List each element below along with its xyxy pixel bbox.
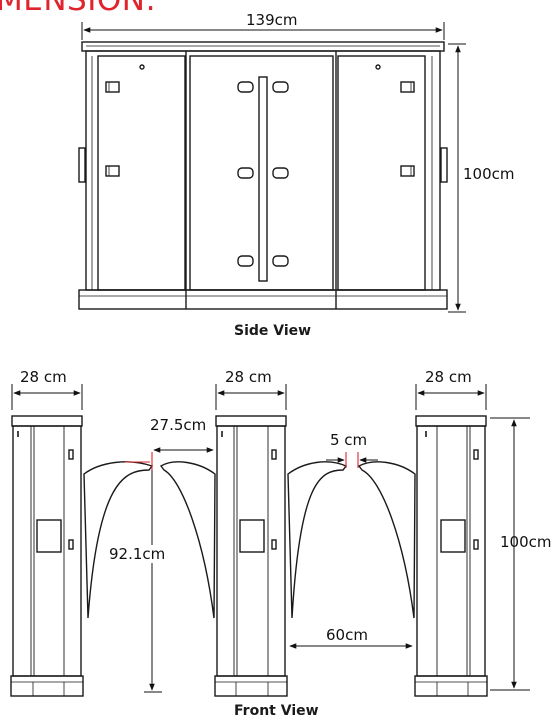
- lane-width-label: 27.5cm: [150, 416, 207, 434]
- side-center-bar: [258, 76, 268, 282]
- front-right-post: [414, 415, 488, 697]
- side-right-handle: [440, 147, 448, 183]
- side-slot-6: [272, 255, 289, 267]
- side-right-lock: [375, 64, 381, 70]
- flap-3: [287, 461, 348, 619]
- side-right-slot-bottom: [400, 165, 415, 177]
- flap-1: [83, 461, 154, 619]
- post-3-width-label: 28 cm: [425, 368, 472, 386]
- side-middle-cabinet: [189, 55, 334, 291]
- flap-gap-markers: [125, 452, 359, 470]
- flap-4: [357, 461, 416, 619]
- side-left-lock: [139, 64, 145, 70]
- side-slot-5: [237, 255, 254, 267]
- side-height-label: 100cm: [463, 165, 515, 183]
- side-left-cabinet: [97, 55, 186, 291]
- passage-width-label: 60cm: [326, 626, 368, 644]
- side-right-slot-top: [400, 81, 415, 93]
- side-width-label: 139cm: [246, 11, 298, 29]
- front-height-label: 100cm: [500, 533, 552, 551]
- front-view-dimensions: [11, 384, 530, 693]
- side-left-slot-top: [105, 81, 120, 93]
- side-slot-2: [272, 81, 289, 93]
- side-view-dimensions: [81, 22, 466, 313]
- side-view-caption: Side View: [234, 323, 312, 339]
- front-view-caption: Front View: [234, 703, 319, 719]
- side-view-drawing: [78, 41, 448, 310]
- flap-height-label: 92.1cm: [108, 545, 167, 563]
- side-slot-3: [237, 167, 254, 179]
- side-base: [78, 289, 448, 310]
- side-top-cap: [81, 41, 445, 52]
- side-slot-4: [272, 167, 289, 179]
- flap-2: [159, 461, 216, 619]
- front-left-post: [10, 415, 84, 697]
- post-1-width-label: 28 cm: [20, 368, 67, 386]
- side-left-handle: [78, 147, 86, 183]
- front-middle-post: [214, 415, 288, 697]
- post-2-width-label: 28 cm: [225, 368, 272, 386]
- section-header: MENSION:: [0, 0, 157, 18]
- side-left-slot-bottom: [105, 165, 120, 177]
- side-right-cabinet: [337, 55, 426, 291]
- side-slot-1: [237, 81, 254, 93]
- flap-gap-label: 5 cm: [330, 431, 368, 449]
- front-flaps: [83, 461, 416, 619]
- side-body: [85, 50, 441, 291]
